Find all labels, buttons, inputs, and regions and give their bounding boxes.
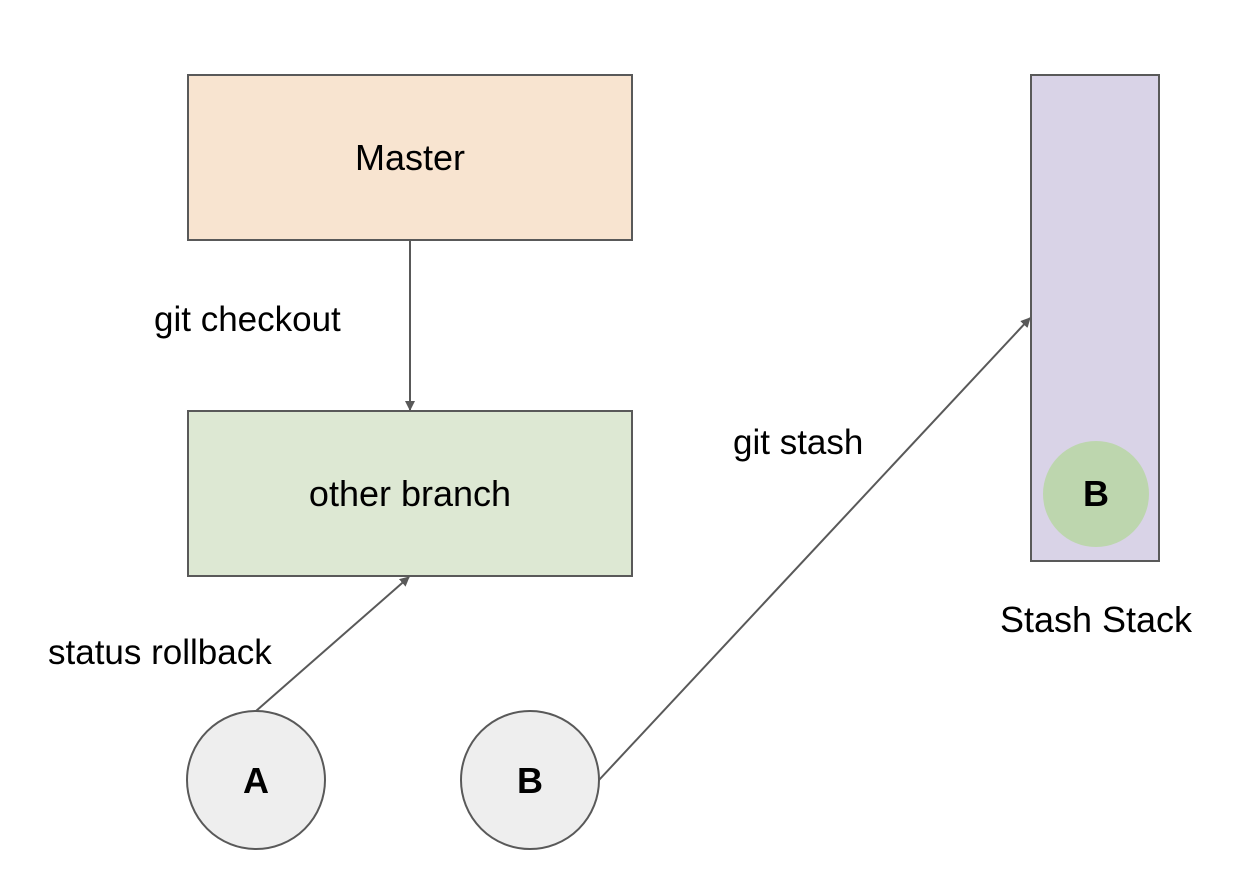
stash-item-b-label: B bbox=[1083, 473, 1109, 514]
master-box bbox=[187, 74, 633, 241]
rollback-arrow bbox=[255, 576, 410, 712]
node-a-label: A bbox=[243, 760, 269, 801]
other-branch-label: other branch bbox=[308, 473, 512, 514]
rollback-edge-label: status rollback bbox=[48, 633, 272, 672]
stash-edge-label: git stash bbox=[733, 423, 864, 462]
other-branch-box bbox=[187, 410, 633, 577]
stash-item-b-circle bbox=[1043, 441, 1149, 547]
checkout-edge-label: git checkout bbox=[154, 300, 341, 339]
master-label: Master bbox=[354, 137, 466, 178]
node-b-label: B bbox=[517, 760, 543, 801]
stash-arrow bbox=[598, 317, 1031, 781]
stash-stack-label: Stash Stack bbox=[999, 599, 1193, 640]
